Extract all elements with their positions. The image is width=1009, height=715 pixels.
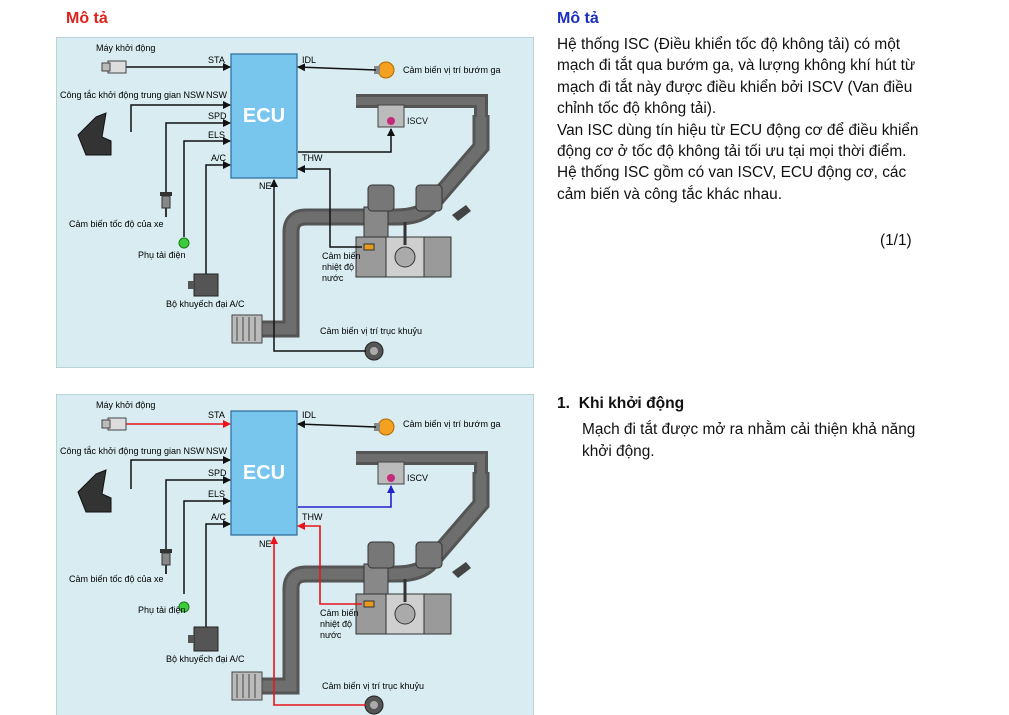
starter-label: Máy khởi động — [96, 400, 155, 410]
signal-ne: NE — [259, 539, 272, 549]
speed-sensor-label: Cảm biến tốc độ của xe — [69, 219, 164, 229]
signal-els: ELS — [208, 489, 225, 499]
iscv-label: ISCV — [407, 116, 428, 126]
left-section-heading: Mô tả — [66, 10, 108, 27]
ecu-box — [230, 410, 298, 536]
electrical-load-label: Phụ tải điện — [138, 250, 186, 260]
speed-sensor-label: Cảm biến tốc độ của xe — [69, 574, 164, 584]
signal-nsw: NSW — [206, 90, 228, 100]
iscv-valve — [377, 461, 405, 485]
description-paragraph-2: Van ISC dùng tín hiệu từ ECU động cơ để … — [557, 121, 919, 161]
engine-icon — [355, 541, 471, 635]
crank-sensor-label: Cảm biến vị trí trục khuỷu — [320, 326, 422, 336]
water-temp-label-2: nhiệt độ — [320, 619, 352, 629]
engine-icon — [355, 184, 471, 278]
iscv-valve — [377, 104, 405, 128]
water-temp-label-1: Cảm biến — [320, 608, 359, 618]
signal-idl: IDL — [302, 410, 316, 420]
starter-icon — [101, 60, 127, 74]
ac-amplifier-icon — [193, 626, 219, 652]
water-temp-label-3: nước — [320, 630, 342, 640]
page-counter: (1/1) — [880, 232, 912, 249]
ecu-label: ECU — [243, 462, 285, 484]
water-temp-label-1: Cảm biến — [322, 251, 361, 261]
isc-system-diagram: ISCV Cảm biến nhiệt độ nước Cảm biến vị … — [56, 37, 534, 368]
electrical-load-icon — [178, 601, 190, 613]
ac-amplifier-label: Bộ khuyếch đại A/C — [166, 654, 245, 664]
speed-sensor-icon — [160, 549, 172, 574]
starter-icon — [101, 417, 127, 431]
signal-ne: NE — [259, 181, 272, 191]
water-temp-label-3: nước — [322, 273, 344, 283]
signal-sta: STA — [208, 55, 225, 65]
water-temp-sensor-icon — [363, 600, 375, 608]
gear-selector-icon — [77, 469, 112, 513]
isc-start-mode-diagram: ISCV Cảm biến nhiệt độ nước Cảm biến vị … — [56, 394, 534, 715]
water-temp-label-2: nhiệt độ — [322, 262, 354, 272]
signal-sta: STA — [208, 410, 225, 420]
description-text: Hệ thống ISC (Điều khiển tốc độ không tả… — [557, 34, 937, 205]
crank-sensor-label: Cảm biến vị trí trục khuỷu — [322, 681, 424, 691]
section-1-title: 1. Khi khởi động — [557, 395, 684, 413]
throttle-sensor-label: Cảm biến vị trí bướm ga — [403, 419, 500, 429]
electrical-load-label: Phụ tải điện — [138, 605, 186, 615]
throttle-sensor-label: Cảm biến vị trí bướm ga — [403, 65, 500, 75]
iscv-label: ISCV — [407, 473, 428, 483]
throttle-sensor-icon — [377, 418, 395, 436]
signal-nsw: NSW — [206, 446, 228, 456]
starter-label: Máy khởi động — [96, 43, 155, 53]
section-1-number: 1. — [557, 395, 571, 412]
neutral-switch-label: Công tắc khởi động trung gian NSW — [60, 446, 205, 456]
signal-spd: SPD — [208, 468, 227, 478]
water-temp-sensor-icon — [363, 243, 375, 251]
section-1-body: Mạch đi tắt được mở ra nhằm cải thiện kh… — [582, 421, 916, 460]
throttle-sensor-icon — [377, 61, 395, 79]
section-1-title-text: Khi khởi động — [578, 395, 685, 412]
neutral-switch-label: Công tắc khởi động trung gian NSW — [60, 90, 205, 100]
ne-signal-highlight — [270, 536, 366, 706]
signal-idl: IDL — [302, 55, 316, 65]
description-paragraph-1: Hệ thống ISC (Điều khiển tốc độ không tả… — [557, 36, 916, 118]
ac-amplifier-icon — [193, 273, 219, 297]
signal-thw: THW — [302, 153, 323, 163]
signal-els: ELS — [208, 130, 225, 140]
signal-ac: A/C — [211, 512, 227, 522]
signal-thw: THW — [302, 512, 323, 522]
ecu-box — [230, 53, 298, 179]
iscv-output-highlight — [298, 485, 395, 508]
electrical-load-icon — [178, 237, 190, 249]
thw-signal-highlight — [297, 522, 362, 605]
description-paragraph-3: Hệ thống ISC gồm có van ISCV, ECU động c… — [557, 164, 907, 203]
signal-spd: SPD — [208, 111, 227, 121]
ac-amplifier-label: Bộ khuyếch đại A/C — [166, 299, 245, 309]
ecu-label: ECU — [243, 105, 285, 127]
speed-sensor-icon — [160, 192, 172, 217]
signal-ac: A/C — [211, 153, 227, 163]
gear-selector-icon — [77, 112, 112, 156]
right-section-heading: Mô tả — [557, 10, 599, 27]
